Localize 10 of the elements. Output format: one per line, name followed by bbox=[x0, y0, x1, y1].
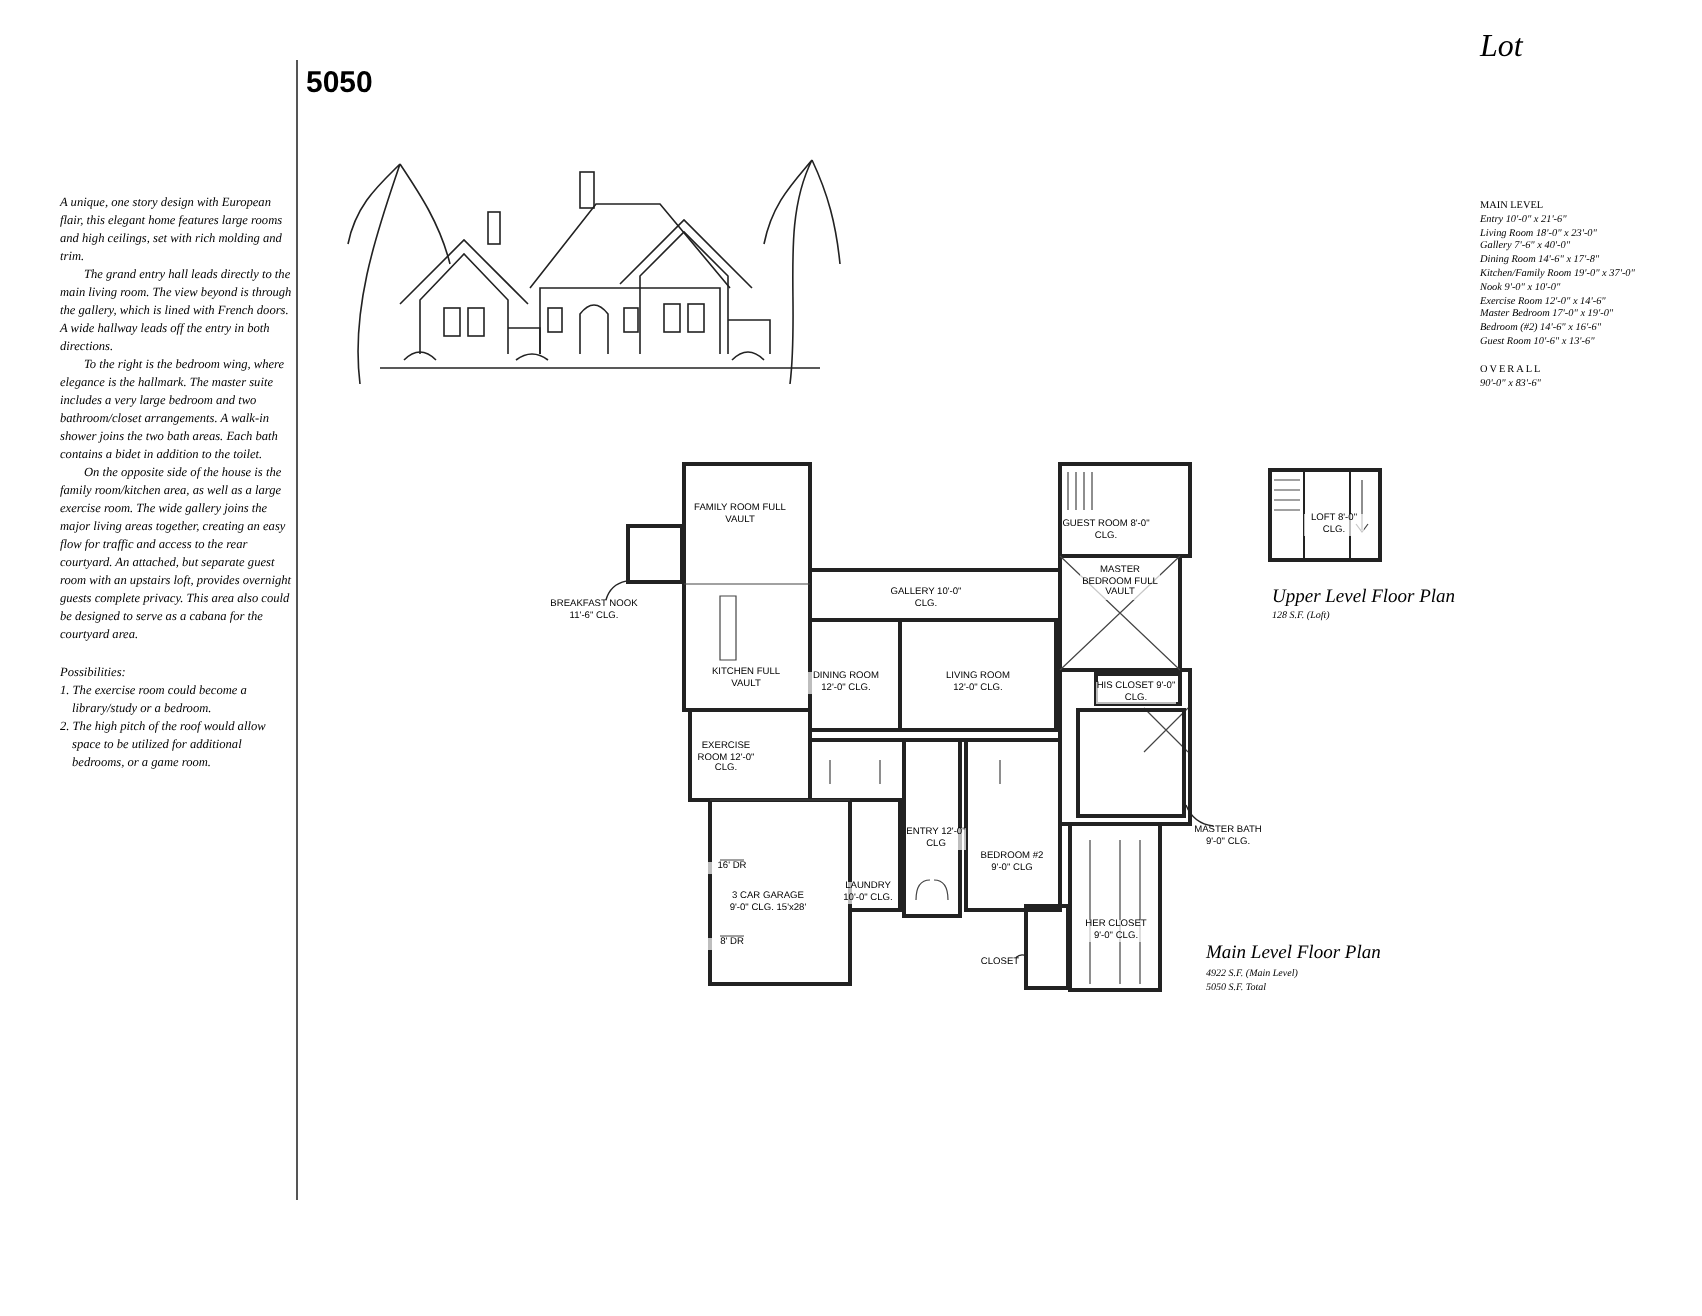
room-outline bbox=[626, 524, 684, 584]
room-outline bbox=[1024, 904, 1070, 990]
room-outline bbox=[1076, 708, 1186, 818]
plan-caption: Main Level Floor Plan bbox=[1206, 942, 1381, 968]
leader-line bbox=[1015, 954, 1025, 959]
leader-line bbox=[1185, 804, 1215, 827]
handwritten-note: Lot bbox=[1480, 28, 1523, 68]
plan-caption: Upper Level Floor Plan bbox=[1272, 586, 1456, 611]
leader-line bbox=[605, 580, 627, 601]
plan-number-title: 5050 bbox=[306, 64, 373, 104]
